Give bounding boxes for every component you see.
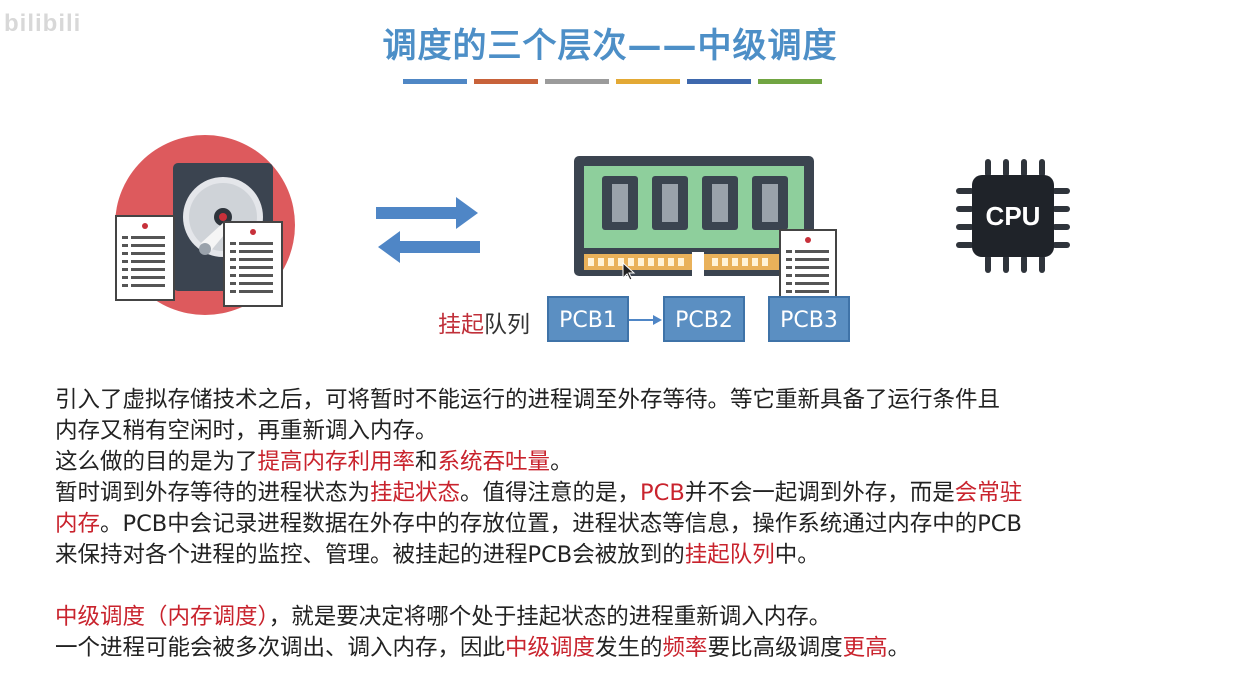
text-segment: ，就是要决定将哪个处于挂起状态的进程重新调入内存。 <box>268 604 832 630</box>
highlighted-text: 会常驻 <box>954 480 1023 506</box>
memory-icon <box>574 156 814 276</box>
cpu-label: CPU <box>986 201 1041 231</box>
suspend-queue-label-highlight: 挂起 <box>438 312 484 338</box>
highlighted-text: 提高内存利用率 <box>257 449 416 475</box>
text-segment: 引入了虚拟存储技术之后，可将暂时不能运行的进程调至外存等待。等它重新具备了运行条… <box>55 387 1001 413</box>
pcb-box: PCB3 <box>768 296 850 342</box>
text-line: 内存又稍有空闲时，再重新调入内存。 <box>55 416 438 448</box>
suspend-queue-label-text: 队列 <box>484 312 530 338</box>
title-underline-segment <box>758 79 822 84</box>
text-segment: 内存又稍有空闲时，再重新调入内存。 <box>55 418 438 444</box>
mouse-cursor-icon <box>622 262 636 281</box>
text-segment: 。 <box>550 449 573 475</box>
bilibili-watermark: bilibili <box>4 10 82 37</box>
text-segment: 来保持对各个进程的监控、管理。被挂起的进程PCB会被放到的 <box>55 542 685 568</box>
text-segment: 和 <box>415 449 438 475</box>
text-segment: 。值得注意的是， <box>460 480 641 506</box>
text-line: 一个进程可能会被多次调出、调入内存，因此中级调度发生的频率要比高级调度更高。 <box>55 633 910 665</box>
cpu-chip-icon: CPU <box>956 159 1070 273</box>
text-segment: 要比高级调度 <box>707 635 843 661</box>
title-underline-segment <box>545 79 609 84</box>
document-icon <box>115 215 175 301</box>
title-underline-segment <box>616 79 680 84</box>
text-segment: 发生的 <box>595 635 663 661</box>
highlighted-text: 更高 <box>842 635 888 661</box>
text-segment: 。 <box>887 635 911 661</box>
title-underline-segment <box>403 79 467 84</box>
pcb-box: PCB1 <box>547 296 629 342</box>
text-line: 内存。PCB中会记录进程数据在外存中的存放位置，进程状态等信息，操作系统通过内存… <box>55 509 1022 541</box>
text-line: 中级调度（内存调度），就是要决定将哪个处于挂起状态的进程重新调入内存。 <box>55 602 831 634</box>
highlighted-text: 系统吞吐量 <box>437 449 551 475</box>
highlighted-text: 中级调度（内存调度） <box>55 604 269 630</box>
highlighted-text: 内存 <box>55 511 101 537</box>
suspend-queue-label: 挂起队列 <box>438 305 530 339</box>
title-underline-segment <box>687 79 751 84</box>
highlighted-text: 挂起队列 <box>684 542 775 568</box>
text-segment: 并不会一起调到外存，而是 <box>684 480 955 506</box>
text-segment: 暂时调到外存等待的进程状态为 <box>55 480 371 506</box>
document-icon <box>223 221 283 307</box>
text-segment: 这么做的目的是为了 <box>55 449 258 475</box>
queue-arrow-icon <box>629 315 662 325</box>
text-segment: 一个进程可能会被多次调出、调入内存，因此 <box>55 635 506 661</box>
highlighted-text: 中级调度 <box>505 635 596 661</box>
text-segment: 中。 <box>774 542 820 568</box>
text-line: 来保持对各个进程的监控、管理。被挂起的进程PCB会被放到的挂起队列中。 <box>55 540 820 572</box>
slide-title: 调度的三个层次——中级调度 <box>382 26 838 66</box>
highlighted-text: 频率 <box>662 635 708 661</box>
pcb-box: PCB2 <box>663 296 745 342</box>
highlighted-text: 挂起状态 <box>370 480 461 506</box>
text-line: 引入了虚拟存储技术之后，可将暂时不能运行的进程调至外存等待。等它重新具备了运行条… <box>55 385 1000 417</box>
document-icon <box>779 229 837 309</box>
highlighted-text: PCB <box>640 480 685 506</box>
swap-arrows-icon <box>376 197 480 263</box>
text-segment: 。PCB中会记录进程数据在外存中的存放位置，进程状态等信息，操作系统通过内存中的… <box>100 511 1022 537</box>
text-line: 暂时调到外存等待的进程状态为挂起状态。值得注意的是，PCB并不会一起调到外存，而… <box>55 478 1022 510</box>
text-line: 这么做的目的是为了提高内存利用率和系统吞吐量。 <box>55 447 573 479</box>
title-underline-segment <box>474 79 538 84</box>
